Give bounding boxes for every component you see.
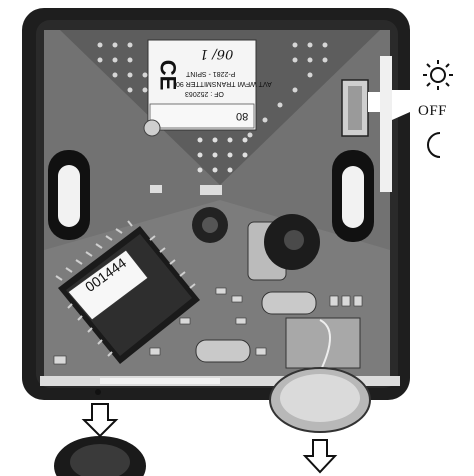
label-handwritten: 06/ 1 <box>200 46 234 61</box>
label-line-3: P-2281 - SPINT <box>186 70 236 77</box>
down-arrow-icon <box>81 403 119 438</box>
label-line-2: AVT WFWI TRANSMITTER 90 <box>176 80 272 87</box>
via-dots-center <box>197 137 248 173</box>
label-code: 80 <box>236 110 249 122</box>
crystal-round <box>143 119 161 137</box>
crystal-1 <box>261 291 317 315</box>
side-strip <box>380 56 392 192</box>
moon-icon <box>427 132 441 158</box>
via-dots-left <box>97 42 163 108</box>
down-arrow-icon <box>302 439 338 474</box>
microcontroller-chip <box>55 220 200 364</box>
battery-holder <box>285 317 361 369</box>
sun-icon <box>423 60 453 90</box>
off-label: OFF <box>418 103 448 119</box>
label-line-1: OF : 252063 <box>185 90 224 97</box>
crystal-2 <box>195 339 251 363</box>
via-dots-right <box>247 42 328 138</box>
